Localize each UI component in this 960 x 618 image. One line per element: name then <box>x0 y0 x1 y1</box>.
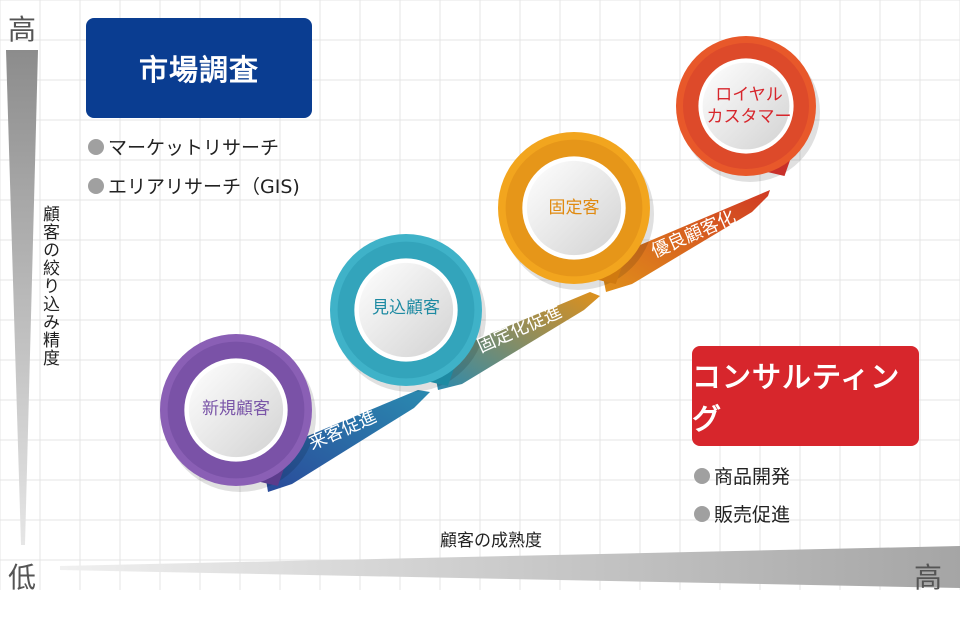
bullet-dot <box>88 177 104 194</box>
market-research-item-label: エリアリサーチ（GIS) <box>108 176 300 198</box>
market-research-item-label: マーケットリサーチ <box>108 137 280 159</box>
consulting-item: 販売促進 <box>694 500 790 527</box>
transition-arrow <box>432 292 600 390</box>
consulting-item-label: 商品開発 <box>714 466 791 488</box>
x-axis-wedge <box>60 546 960 588</box>
transition-arrow <box>600 190 770 292</box>
stage-pin <box>498 132 654 290</box>
stage-pin <box>676 36 820 182</box>
consulting-item: 商品開発 <box>694 462 790 489</box>
market-research-title: 市場調査 <box>138 53 259 87</box>
stage-label-fixed: 固定客 <box>548 198 600 218</box>
x-axis-title: 顧客の成熟度 <box>440 531 542 551</box>
stage-pin <box>330 234 486 392</box>
market-research-item: エリアリサーチ（GIS) <box>88 172 300 199</box>
bullet-dot <box>88 138 104 155</box>
y-axis-low-label: 低 <box>8 561 37 594</box>
stage-label-new: 新規顧客 <box>202 399 270 419</box>
y-axis-title: 顧客の絞り込み精度 <box>39 205 59 367</box>
consulting-title: コンサルティング <box>692 360 901 436</box>
bullet-dot <box>694 467 710 484</box>
market-research-box: 市場調査 <box>86 18 312 118</box>
y-axis-high-label: 高 <box>8 13 37 46</box>
consulting-item-label: 販売促進 <box>714 504 791 526</box>
stage-label-prospect: 見込顧客 <box>372 298 440 318</box>
stage-pin <box>160 334 316 492</box>
bullet-dot <box>694 505 710 522</box>
stage-label-loyal: ロイヤル カスタマー <box>706 85 792 127</box>
consulting-box: コンサルティング <box>692 346 919 446</box>
market-research-item: マーケットリサーチ <box>88 133 279 160</box>
y-axis-wedge <box>6 50 38 545</box>
transition-arrow <box>262 390 430 492</box>
x-axis-high-label: 高 <box>914 561 943 594</box>
